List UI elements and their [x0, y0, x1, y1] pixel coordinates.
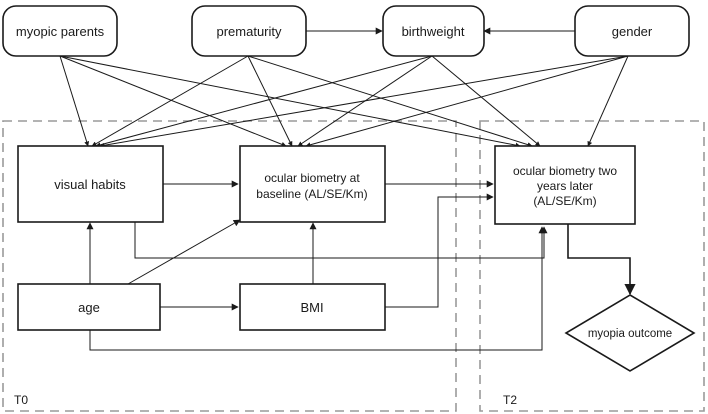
node-age-label: age	[78, 300, 100, 315]
edge-parents-baseline	[59, 55, 287, 147]
node-ocular-baseline-line2: baseline (AL/SE/Km)	[256, 187, 367, 201]
node-myopic-parents-label: myopic parents	[16, 24, 105, 39]
node-visual-habits-label: visual habits	[54, 177, 126, 192]
region-t2-label: T2	[503, 393, 517, 407]
edge-prematurity-later	[247, 55, 533, 148]
region-t0	[2, 120, 457, 412]
node-ocular-baseline-line1: ocular biometry at	[264, 171, 360, 185]
node-gender: gender	[574, 5, 690, 57]
node-ocular-later: ocular biometry two years later (AL/SE/K…	[494, 145, 636, 225]
node-ocular-baseline: ocular biometry at baseline (AL/SE/Km)	[239, 145, 386, 223]
edge-parents-later	[59, 55, 521, 148]
edge-bmi-later	[385, 193, 494, 308]
node-prematurity: prematurity	[191, 5, 307, 57]
node-ocular-later-line1: ocular biometry two	[513, 164, 617, 178]
node-birthweight: birthweight	[382, 5, 485, 57]
edges-lower	[86, 180, 636, 351]
edge-later-outcome	[567, 223, 636, 296]
edge-prematurity-habits	[91, 55, 249, 147]
node-myopia-outcome-label: myopia outcome	[588, 328, 672, 340]
edge-birthweight-habits	[95, 55, 433, 148]
node-age: age	[17, 283, 161, 331]
region-t2	[479, 120, 705, 412]
node-birthweight-label: birthweight	[402, 24, 465, 39]
edge-prematurity-baseline	[247, 55, 293, 147]
edge-gender-later	[587, 55, 629, 147]
node-ocular-later-line2: years later	[537, 179, 593, 193]
edge-gender-baseline	[305, 55, 629, 148]
edge-birthweight-later	[431, 55, 541, 147]
node-ocular-later-line3: (AL/SE/Km)	[533, 194, 596, 208]
edge-parents-habits	[59, 55, 90, 147]
edge-age-baseline	[127, 219, 241, 285]
node-prematurity-label: prematurity	[216, 24, 282, 39]
node-bmi: BMI	[239, 283, 386, 331]
node-bmi-label: BMI	[300, 300, 323, 315]
edge-age-later	[89, 226, 546, 351]
region-t0-label: T0	[14, 393, 28, 407]
edges-top	[59, 27, 629, 148]
node-myopic-parents: myopic parents	[2, 5, 118, 57]
node-myopia-outcome: myopia outcome	[564, 294, 696, 372]
edge-gender-habits	[99, 55, 629, 148]
edge-habits-later	[134, 222, 548, 259]
node-visual-habits: visual habits	[17, 145, 164, 223]
node-gender-label: gender	[612, 24, 653, 39]
